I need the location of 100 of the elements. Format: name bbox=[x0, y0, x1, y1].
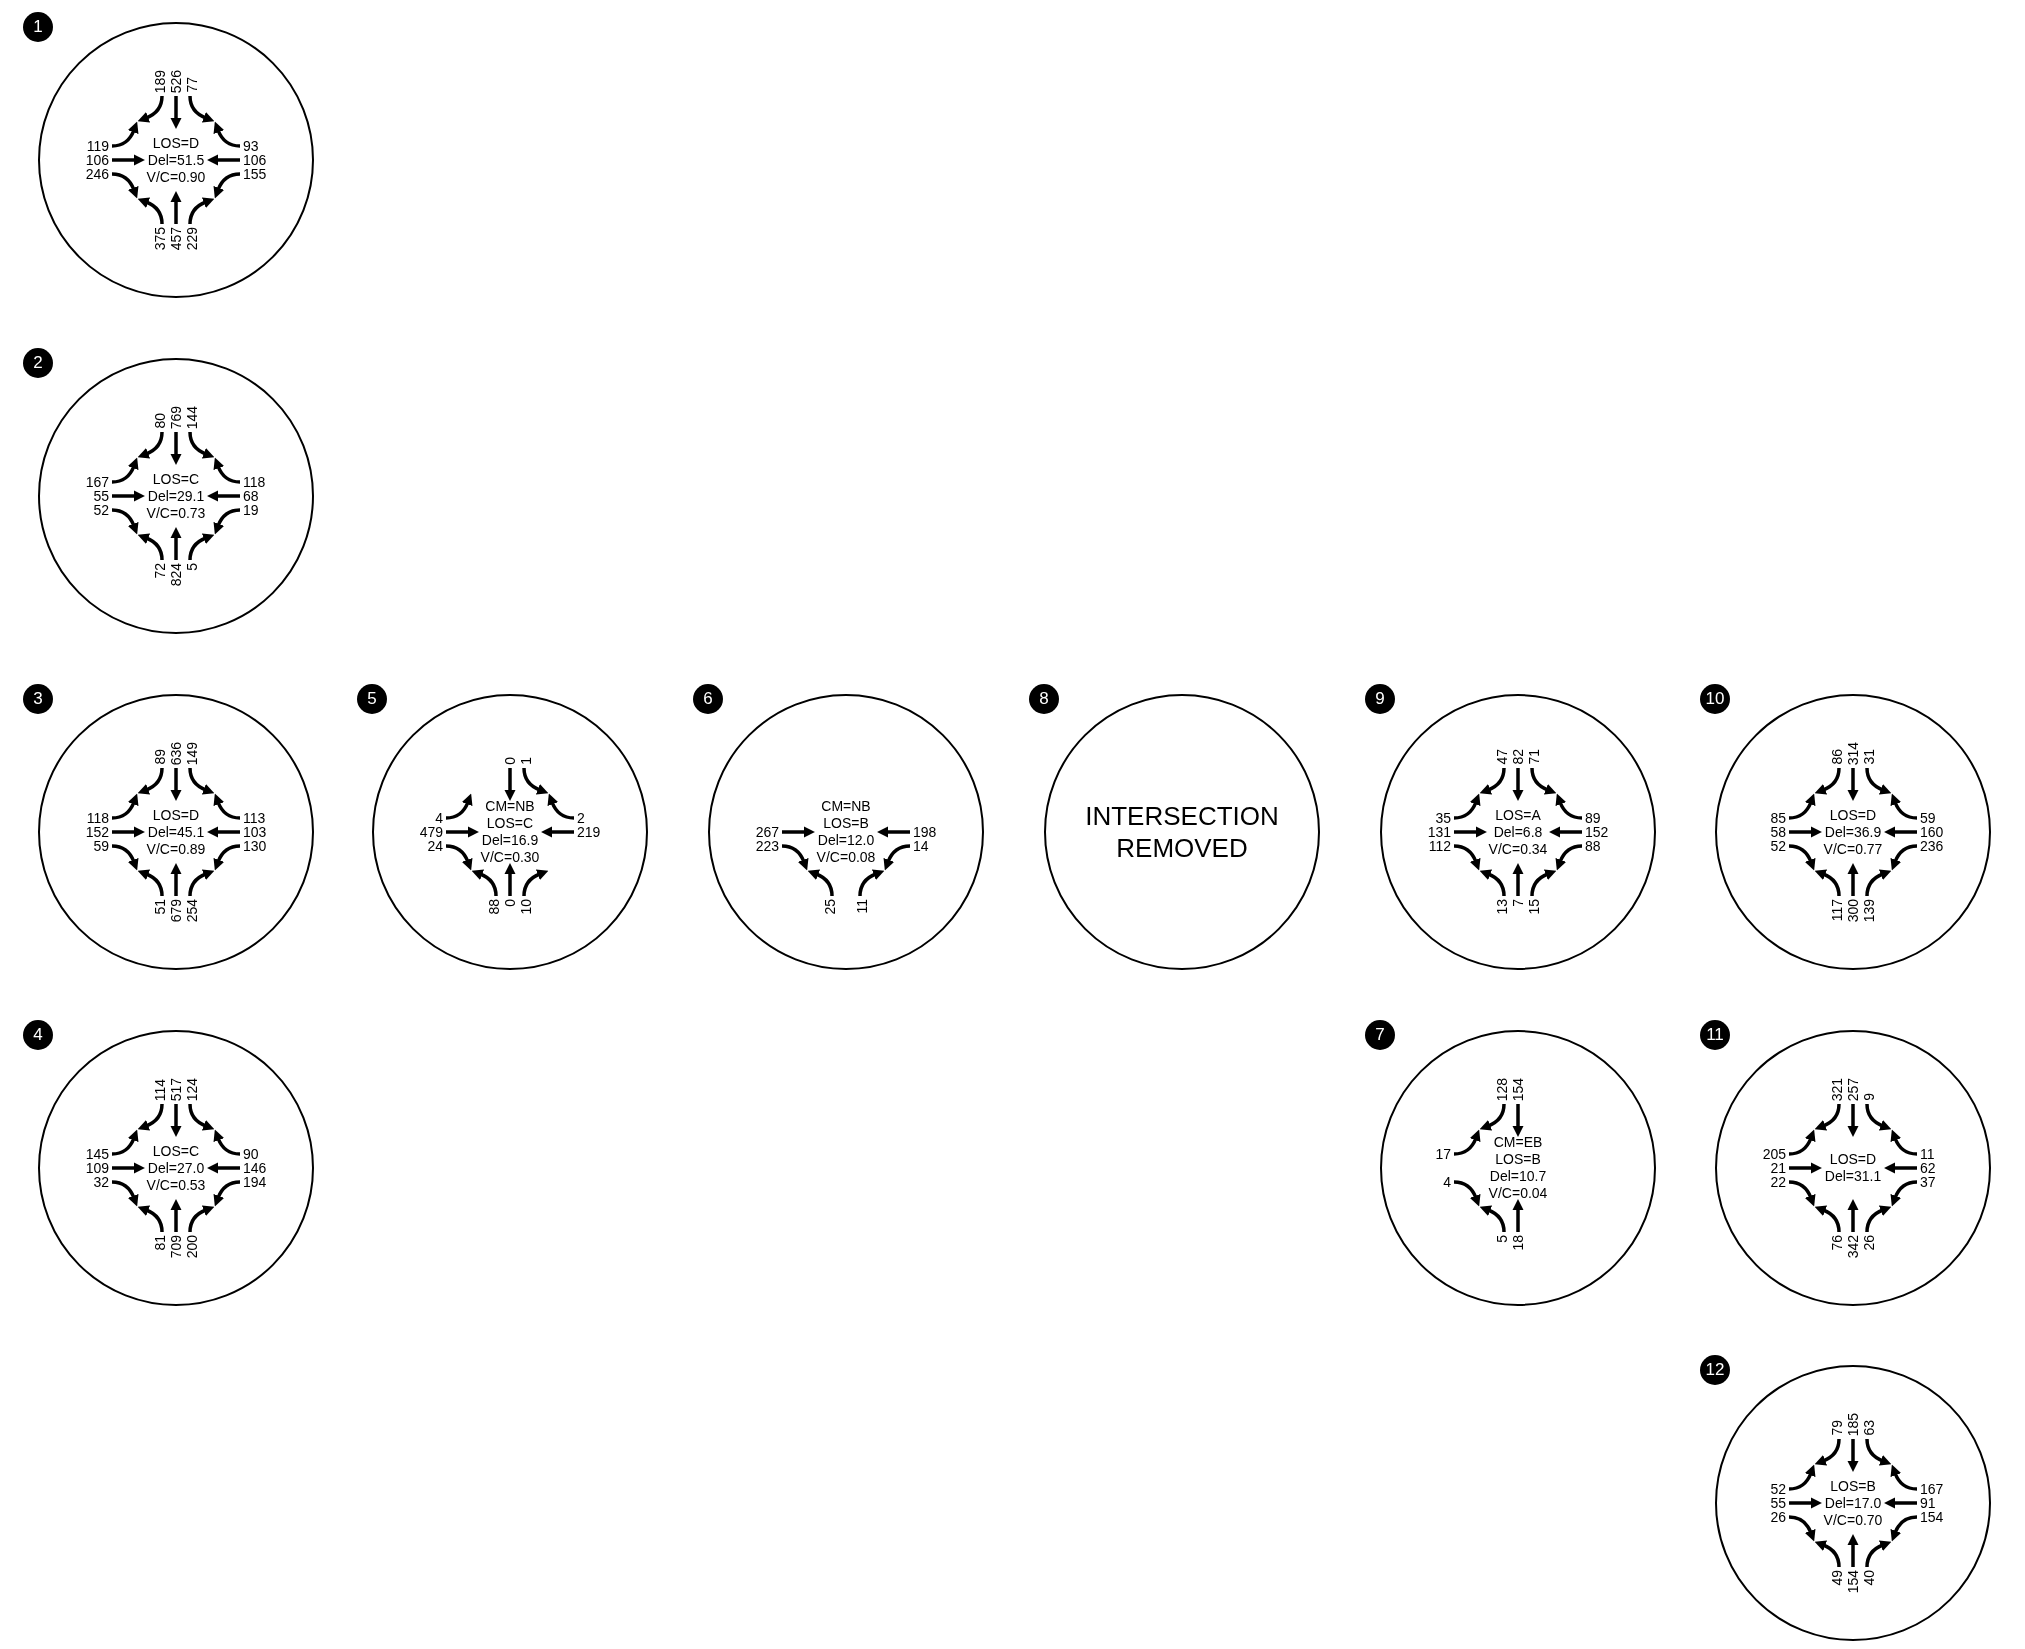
volume-number: 80 bbox=[153, 413, 167, 429]
result-text: V/C=0.77 bbox=[1823, 840, 1883, 858]
volume-number: 342 bbox=[1846, 1235, 1860, 1259]
volume-number: 4 bbox=[435, 811, 443, 825]
volume-number: 198 bbox=[913, 825, 937, 839]
volume-number: 71 bbox=[1527, 749, 1541, 765]
volume-number: 59 bbox=[1920, 811, 1936, 825]
volume-number: 103 bbox=[243, 825, 267, 839]
volume-number: 15 bbox=[1527, 899, 1541, 915]
result-text: V/C=0.30 bbox=[480, 849, 540, 866]
volume-number: 205 bbox=[1762, 1147, 1786, 1161]
result-text: LOS=B bbox=[823, 815, 869, 832]
volume-number: 106 bbox=[85, 153, 109, 167]
result-text: Del=31.1 bbox=[1824, 1168, 1882, 1185]
volume-number: 26 bbox=[1862, 1235, 1876, 1251]
result-text: LOS=B bbox=[1495, 1151, 1541, 1168]
callout-number: 10 bbox=[1700, 684, 1730, 714]
volume-number: 5 bbox=[185, 563, 199, 571]
volume-number: 0 bbox=[503, 757, 517, 765]
volume-number: 267 bbox=[755, 825, 779, 839]
volume-number: 85 bbox=[1770, 811, 1786, 825]
volume-number: 457 bbox=[169, 227, 183, 251]
volume-number: 76 bbox=[1830, 1235, 1844, 1251]
callout-number: 7 bbox=[1365, 1020, 1395, 1050]
volume-number: 117 bbox=[1830, 899, 1844, 922]
volume-number: 63 bbox=[1862, 1420, 1876, 1436]
status-text: INTERSECTION REMOVED bbox=[1084, 800, 1280, 864]
volume-number: 146 bbox=[243, 1161, 267, 1175]
result-text: V/C=0.73 bbox=[146, 504, 206, 522]
volume-number: 89 bbox=[153, 749, 167, 765]
volume-number: 18 bbox=[1511, 1235, 1525, 1251]
volume-number: 636 bbox=[169, 741, 183, 765]
volume-number: 219 bbox=[577, 825, 601, 839]
volume-number: 0 bbox=[503, 899, 517, 907]
volume-number: 9 bbox=[1862, 1093, 1876, 1101]
volume-number: 51 bbox=[153, 899, 167, 915]
volume-number: 37 bbox=[1920, 1175, 1936, 1189]
callout-number: 8 bbox=[1029, 684, 1059, 714]
volume-number: 19 bbox=[243, 503, 259, 517]
volume-number: 526 bbox=[169, 69, 183, 93]
volume-number: 118 bbox=[243, 475, 266, 489]
volume-number: 113 bbox=[243, 811, 266, 825]
volume-number: 25 bbox=[823, 899, 837, 915]
result-text: LOS=C bbox=[152, 470, 200, 488]
volume-number: 321 bbox=[1830, 1077, 1844, 1101]
volume-number: 139 bbox=[1862, 899, 1876, 923]
volume-number: 40 bbox=[1862, 1570, 1876, 1586]
volume-number: 152 bbox=[85, 825, 109, 839]
volume-number: 52 bbox=[1770, 1482, 1786, 1496]
result-text: Del=36.9 bbox=[1824, 823, 1882, 841]
volume-number: 154 bbox=[1846, 1570, 1860, 1594]
volume-number: 257 bbox=[1846, 1077, 1860, 1101]
result-text: V/C=0.53 bbox=[146, 1176, 206, 1194]
callout-number: 3 bbox=[23, 684, 53, 714]
volume-number: 77 bbox=[185, 77, 199, 93]
result-text: V/C=0.89 bbox=[146, 840, 206, 858]
volume-number: 91 bbox=[1920, 1496, 1936, 1510]
volume-number: 229 bbox=[185, 227, 199, 251]
volume-number: 68 bbox=[243, 489, 259, 503]
volume-number: 2 bbox=[577, 811, 585, 825]
volume-number: 72 bbox=[153, 563, 167, 579]
volume-number: 769 bbox=[169, 405, 183, 429]
callout-number: 6 bbox=[693, 684, 723, 714]
result-text: LOS=D bbox=[1829, 806, 1877, 824]
result-text: V/C=0.70 bbox=[1823, 1511, 1883, 1529]
volume-number: 4 bbox=[1443, 1175, 1451, 1189]
volume-number: 118 bbox=[86, 811, 109, 825]
volume-number: 194 bbox=[243, 1175, 267, 1189]
volume-number: 106 bbox=[243, 153, 267, 167]
result-text: LOS=D bbox=[152, 134, 200, 152]
result-text: Del=12.0 bbox=[817, 832, 875, 849]
result-text: Del=17.0 bbox=[1824, 1494, 1882, 1512]
volume-number: 88 bbox=[487, 899, 501, 915]
volume-number: 7 bbox=[1511, 899, 1525, 907]
volume-number: 314 bbox=[1846, 741, 1860, 765]
volume-number: 189 bbox=[153, 69, 167, 93]
volume-number: 47 bbox=[1495, 749, 1509, 765]
result-text: Del=10.7 bbox=[1489, 1168, 1547, 1185]
volume-number: 13 bbox=[1495, 899, 1509, 915]
callout-number: 2 bbox=[23, 348, 53, 378]
result-text: LOS=B bbox=[1830, 1477, 1876, 1495]
volume-number: 114 bbox=[153, 1078, 167, 1101]
volume-number: 82 bbox=[1511, 749, 1525, 765]
volume-number: 5 bbox=[1495, 1235, 1509, 1243]
volume-number: 93 bbox=[243, 139, 259, 153]
volume-number: 24 bbox=[427, 839, 443, 853]
result-text: Del=45.1 bbox=[147, 823, 205, 841]
volume-number: 11 bbox=[855, 899, 869, 914]
volume-number: 375 bbox=[153, 227, 167, 251]
callout-number: 5 bbox=[357, 684, 387, 714]
volume-number: 81 bbox=[153, 1235, 167, 1251]
result-text: V/C=0.04 bbox=[1488, 1185, 1548, 1202]
volume-number: 55 bbox=[1770, 1496, 1786, 1510]
volume-number: 11 bbox=[1920, 1147, 1935, 1161]
volume-number: 300 bbox=[1846, 899, 1860, 923]
volume-number: 124 bbox=[185, 1077, 199, 1101]
callout-number: 11 bbox=[1700, 1020, 1730, 1050]
volume-number: 89 bbox=[1585, 811, 1601, 825]
volume-number: 128 bbox=[1495, 1077, 1509, 1101]
volume-number: 109 bbox=[85, 1161, 109, 1175]
